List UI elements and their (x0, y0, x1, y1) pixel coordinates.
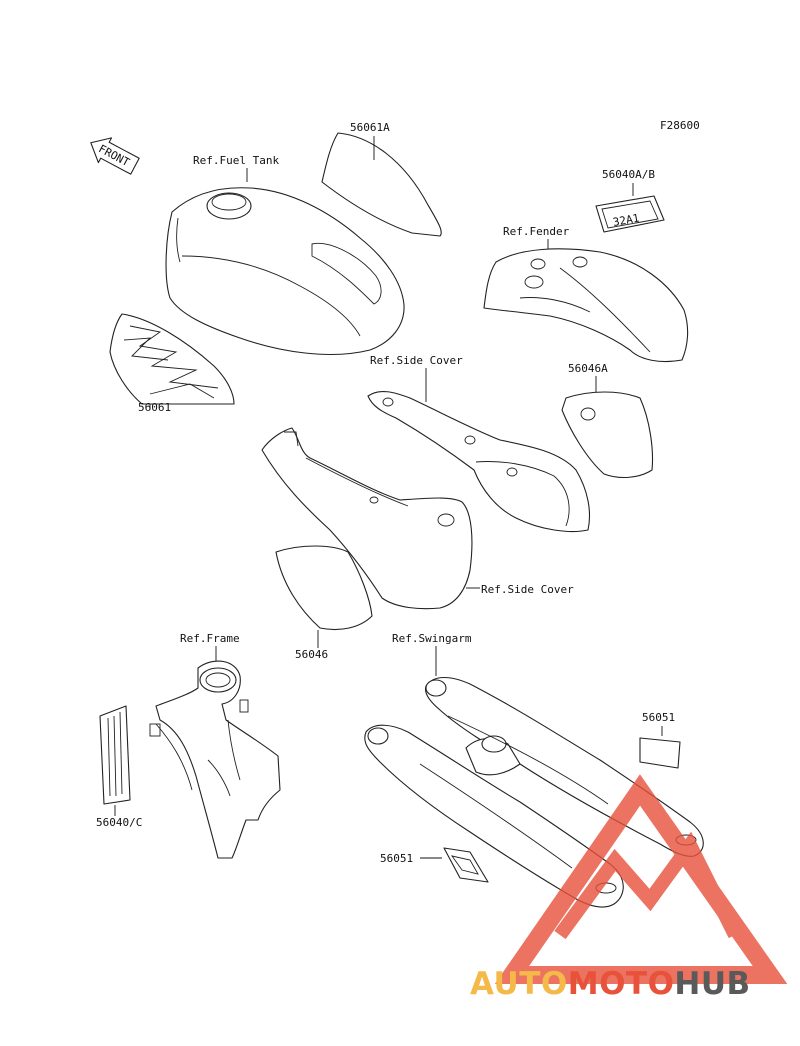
side-cover-top (367, 390, 591, 533)
rear-fender (483, 248, 689, 363)
front-arrow-icon: FRONT (90, 137, 140, 175)
side-cover-bottom (261, 427, 473, 610)
watermark-logo-icon (494, 774, 788, 984)
watermark-part-moto: MOTO (568, 966, 675, 1002)
decal-56051-right (639, 737, 681, 769)
figure-id: F28600 (660, 119, 700, 132)
watermark-text: AUTOMOTOHUB (470, 966, 751, 1002)
label-ref-fuel-tank: Ref.Fuel Tank (193, 154, 279, 167)
label-56061a: 56061A (350, 121, 390, 134)
decal-56040ab: 32A1 (595, 195, 665, 233)
label-56051-left: 56051 (380, 852, 413, 865)
watermark-part-auto: AUTO (470, 966, 568, 1002)
label-ref-fender: Ref.Fender (503, 225, 570, 238)
watermark-part-hub: HUB (674, 966, 750, 1002)
fuel-tank (165, 187, 405, 355)
label-56040c: 56040/C (96, 816, 142, 829)
decal-56040c (99, 705, 131, 805)
decal-56061a (321, 132, 442, 237)
label-ref-swingarm: Ref.Swingarm (392, 632, 472, 645)
label-ref-frame: Ref.Frame (180, 632, 240, 645)
label-56051-right: 56051 (642, 711, 675, 724)
svg-text:AUTOMOTOHUB: AUTOMOTOHUB (470, 966, 751, 1002)
label-ref-side-cover-bottom: Ref.Side Cover (481, 583, 574, 596)
label-56046: 56046 (295, 648, 328, 661)
decal-56061 (109, 313, 235, 405)
decal-56046 (275, 545, 373, 631)
label-ref-side-cover-top: Ref.Side Cover (370, 354, 463, 367)
decal-plate-text: 32A1 (612, 212, 640, 229)
label-56040ab: 56040A/B (602, 168, 655, 181)
frame-headstock (149, 660, 281, 859)
label-56061: 56061 (138, 401, 171, 414)
decal-56051-left (443, 847, 489, 883)
decal-56046a (561, 391, 653, 479)
label-56046a: 56046A (568, 362, 608, 375)
